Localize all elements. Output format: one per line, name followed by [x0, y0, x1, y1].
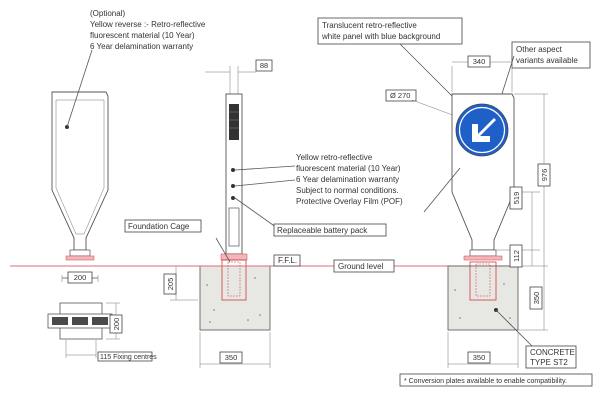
foundation-cage — [221, 259, 247, 301]
optional-line-3: 6 Year delamination warranty — [90, 42, 193, 51]
left-bollard — [51, 49, 109, 261]
dim-88-box — [255, 59, 273, 72]
dim-200-side: 200 — [112, 318, 121, 331]
dim-519-box — [509, 186, 523, 210]
dim-976-box — [537, 163, 551, 187]
fixing-centres: 115 Fixing centres — [100, 354, 157, 361]
yellow-line-3: 6 Year delamination warranty — [296, 175, 399, 184]
upper-reflector-strip — [229, 104, 239, 140]
right-concrete — [447, 265, 519, 331]
right-bollard: Translucent retro-reflective white panel… — [317, 17, 591, 369]
dim-205-box — [163, 273, 177, 295]
dim-112: 112 — [512, 250, 521, 262]
yellow-line-1: Yellow retro-reflective — [296, 153, 373, 162]
fixing-box — [97, 351, 153, 362]
dim-350-v-box — [529, 286, 543, 310]
yellow-line-2: fluorescent material (10 Year) — [296, 164, 401, 173]
plate-slot-left — [52, 317, 68, 325]
ffl-label: F.F.L. — [278, 256, 297, 265]
base-plate-plan: 200 200 115 Fixing centres — [47, 271, 157, 362]
concrete-line-1: CONCRETE — [530, 348, 575, 357]
dim-350-left: 350 — [225, 353, 238, 362]
plate-slot-mid — [72, 317, 88, 325]
dim-976: 976 — [540, 169, 549, 182]
left-bollard-body — [51, 91, 109, 251]
middle-concrete — [199, 265, 271, 331]
dim-340-box — [467, 55, 491, 68]
translucent-line-2: white panel with blue background — [321, 32, 440, 41]
translucent-box — [317, 17, 463, 45]
concrete-box — [525, 345, 577, 369]
concrete-line-2: TYPE ST2 — [530, 358, 568, 367]
aspect-line-2: variants available — [516, 56, 578, 65]
optional-header: (Optional) — [90, 9, 125, 18]
foundation-cage-label: Foundation Cage — [128, 222, 190, 231]
dim-350-h-box — [467, 351, 491, 364]
dim-205: 205 — [166, 278, 175, 291]
dim-519: 519 — [512, 192, 521, 205]
dim-270: Ø 270 — [390, 91, 410, 100]
yellow-line-5: Protective Overlay Film (POF) — [296, 197, 403, 206]
right-base-plate — [463, 255, 503, 261]
dim-350-horizontal: 350 — [473, 353, 486, 362]
ground-level-box — [333, 259, 395, 273]
dim-200-side-box — [109, 314, 123, 334]
dim-350-left-box — [219, 351, 243, 364]
dim-112-box — [509, 244, 523, 268]
yellow-note: Yellow retro-reflective fluorescent mate… — [296, 153, 403, 206]
foundation-cage-box — [124, 219, 202, 233]
yellow-line-4: Subject to normal conditions. — [296, 186, 399, 195]
middle-bollard: 88 205 350 — [163, 59, 296, 368]
dim-270-box — [385, 89, 417, 102]
ground-level-label: Ground level — [338, 262, 384, 271]
dim-88: 88 — [260, 61, 268, 70]
battery-label: Replaceable battery pack — [277, 226, 368, 235]
aspect-box — [511, 41, 591, 69]
dim-350-vertical: 350 — [532, 292, 541, 305]
left-bollard-base — [69, 249, 91, 257]
aspect-line-1: Other aspect — [516, 45, 563, 54]
battery-box — [273, 223, 387, 237]
footnote-box — [399, 373, 593, 387]
plate-slot-right — [92, 317, 108, 325]
optional-note: (Optional) Yellow reverse :- Retro-refle… — [90, 9, 206, 51]
optional-line-2: fluorescent material (10 Year) — [90, 31, 195, 40]
left-base-plate — [65, 255, 95, 261]
dim-200-top: 200 — [74, 273, 87, 282]
dim-200-top-box — [67, 271, 93, 284]
dim-340: 340 — [473, 57, 486, 66]
keep-left-arrow-icon — [472, 118, 496, 142]
footnote: * Conversion plates available to enable … — [404, 378, 567, 385]
optional-line-1: Yellow reverse :- Retro-reflective — [90, 20, 206, 29]
translucent-line-1: Translucent retro-reflective — [322, 21, 417, 30]
battery-pack — [228, 207, 240, 247]
middle-base-plate — [220, 253, 248, 261]
ffl-box — [273, 254, 301, 267]
